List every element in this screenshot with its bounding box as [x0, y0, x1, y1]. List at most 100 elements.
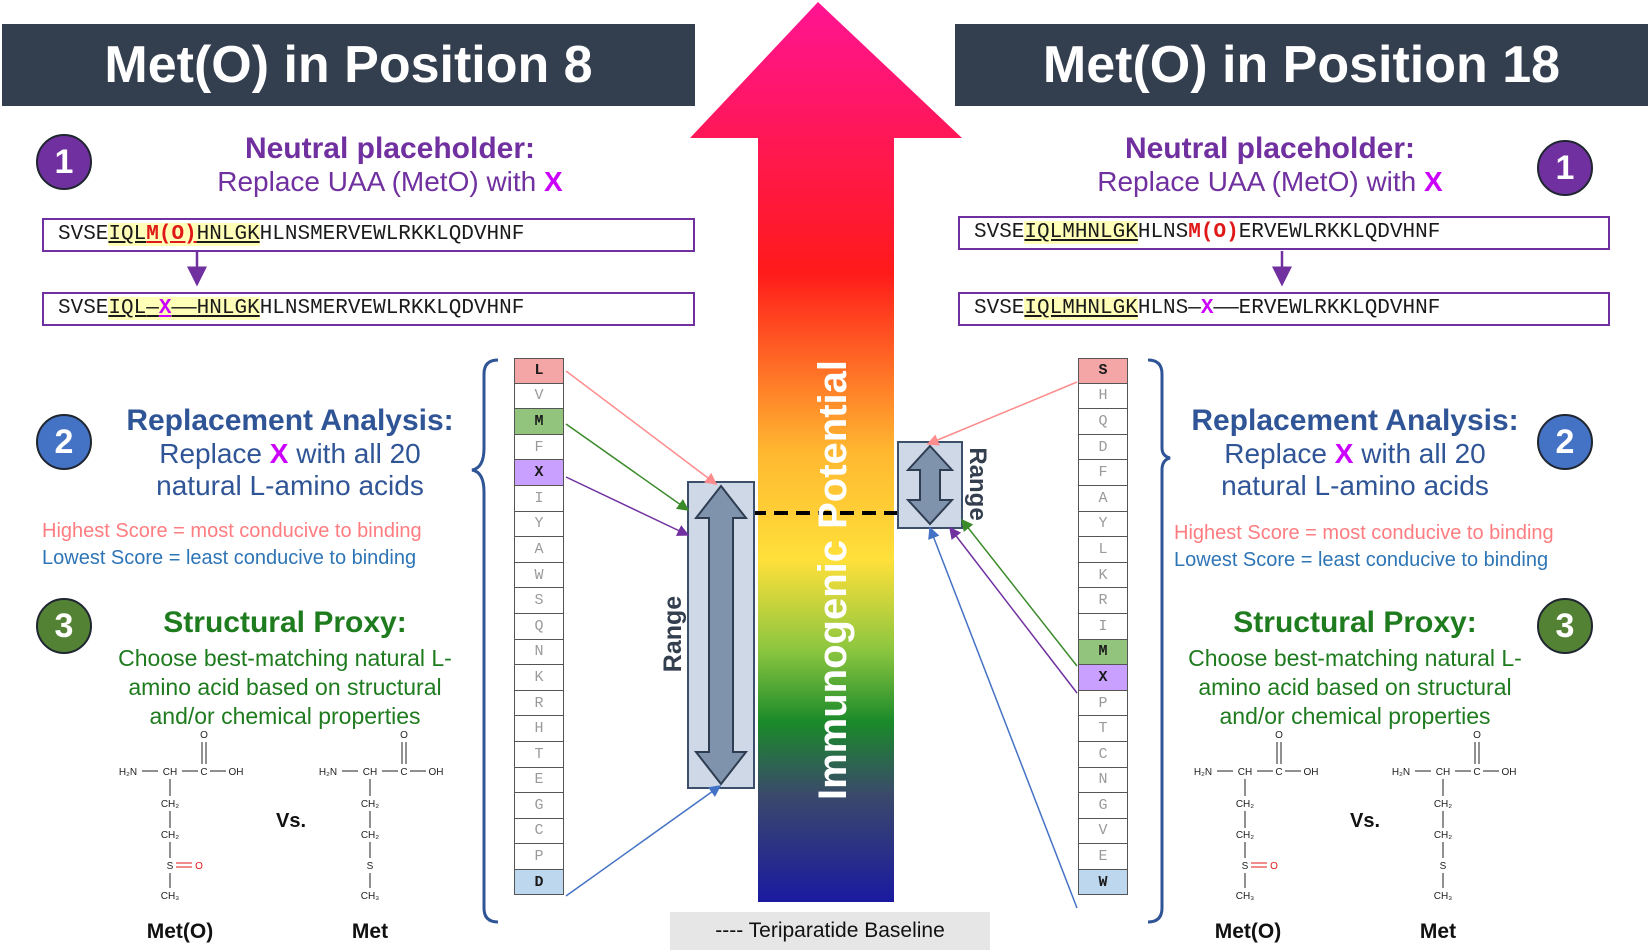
right-arrow-best: [926, 381, 1078, 446]
left-step1-text: Neutral placeholder: Replace UAA (MetO) …: [140, 132, 640, 198]
right-amino-acid-cell: T: [1078, 716, 1128, 742]
left-amino-acid-cell: V: [514, 383, 564, 410]
left-arrow-worst: [565, 785, 722, 897]
left-amino-acid-cell: M: [514, 409, 564, 435]
seq-seg: M(O): [1188, 221, 1239, 244]
molecule-atom-label: CH₃: [161, 891, 180, 902]
right-amino-acid-cell: H: [1078, 383, 1128, 410]
left-title-banner: Met(O) in Position 8: [2, 24, 695, 106]
right-amino-acid-cell: P: [1078, 690, 1128, 717]
left-step3-text: Structural Proxy: Choose best-matching n…: [90, 606, 480, 731]
baseline-legend: ---- Teriparatide Baseline: [670, 912, 990, 950]
seq-seg: HLNS—: [1137, 297, 1201, 320]
molecule-atom-label: CH: [363, 767, 377, 778]
right-step3-heading: Structural Proxy:: [1233, 606, 1477, 639]
right-step3-text: Structural Proxy: Choose best-matching n…: [1160, 606, 1550, 731]
right-amino-acid-cell: I: [1078, 613, 1128, 640]
right-amino-acid-cell: N: [1078, 767, 1128, 794]
right-amino-acid-cell: X: [1078, 665, 1128, 691]
seq-seg: IQL: [108, 223, 147, 246]
molecule-atom-label: O: [1270, 861, 1278, 872]
right-step3-line: amino acid based on structural: [1198, 674, 1512, 700]
left-amino-acid-cell: C: [514, 818, 564, 845]
molecule-atom-label: S: [367, 861, 374, 872]
right-molecule-metO-label: Met(O): [1214, 920, 1282, 943]
seq-seg: X: [158, 297, 172, 320]
left-step2-x: X: [269, 438, 289, 469]
molecule-atom-label: OH: [1502, 767, 1517, 778]
molecule-atom-label: CH₂: [1236, 830, 1254, 841]
right-step1-number: 1: [1555, 148, 1575, 187]
molecule-atom-label: CH: [1436, 767, 1450, 778]
seq-seg: IQL: [108, 297, 147, 320]
right-step1-heading: Neutral placeholder:: [1124, 132, 1416, 165]
left-step2-text: Replacement Analysis: Replace X with all…: [100, 404, 480, 502]
molecule-atom-label: CH₃: [361, 891, 380, 902]
left-amino-acid-cell: X: [514, 460, 564, 486]
left-step3-badge: 3: [36, 598, 92, 654]
left-step1-x: X: [544, 166, 563, 197]
right-arrow-x: [949, 526, 1078, 694]
right-step1-line-text: Replace UAA (MetO) with: [1097, 166, 1425, 197]
molecule-atom-label: CH₂: [161, 830, 179, 841]
left-step2-line1: Replace X with all 20: [100, 438, 480, 470]
seq-seg: ERVEWLRKKLQDVHNF: [1238, 221, 1441, 244]
left-range-double-arrow: [693, 484, 749, 786]
molecule-atom-label: CH₂: [1236, 799, 1254, 810]
left-arrow-met: [565, 423, 690, 511]
left-amino-acid-cell: D: [514, 869, 564, 896]
left-title: Met(O) in Position 8: [104, 36, 593, 94]
immunogenic-arrow: [690, 2, 962, 902]
seq-seg: M(O): [146, 223, 197, 246]
seq-seg: IQLMHNLGK: [1024, 221, 1138, 244]
molecule-atom-label: CH₂: [361, 830, 379, 841]
left-step1-line-text: Replace UAA (MetO) with: [217, 166, 545, 197]
molecule-atom-label: CH₂: [161, 799, 179, 810]
right-step1-x: X: [1424, 166, 1443, 197]
left-step3-number: 3: [54, 606, 74, 645]
right-step3-line: and/or chemical properties: [1219, 703, 1491, 729]
left-amino-acid-cell: K: [514, 665, 564, 691]
text-seg: Replace: [159, 438, 270, 469]
seq-seg: SVSE: [974, 221, 1025, 244]
right-amino-acid-cell: W: [1078, 869, 1128, 896]
molecule-atom-label: H₂N: [319, 767, 337, 778]
left-step3-line: and/or chemical properties: [149, 703, 421, 729]
molecule-atom-label: CH₂: [361, 799, 379, 810]
molecule-atom-label: H₂N: [1392, 767, 1410, 778]
left-amino-acid-cell: W: [514, 562, 564, 589]
molecule-atom-label: C: [200, 767, 207, 778]
left-step2-line2: natural L-amino acids: [156, 470, 424, 501]
right-lowest-score: Lowest Score = least conducive to bindin…: [1174, 549, 1549, 571]
right-vs-label: Vs.: [1350, 810, 1381, 832]
molecule-atom-label: OH: [429, 767, 444, 778]
right-amino-acid-cell: L: [1078, 537, 1128, 563]
right-molecule-met-label: Met: [1419, 920, 1457, 943]
seq-seg: HLNSMERVEWLRKKLQDVHNF: [259, 297, 525, 320]
molecule-atom-label: O: [1473, 730, 1481, 741]
right-step1-line: Replace UAA (MetO) with X: [1020, 166, 1520, 198]
seq-seg: HLNS: [1137, 221, 1189, 244]
right-amino-acid-cell: V: [1078, 818, 1128, 845]
seq-seg: ——ERVEWLRKKLQDVHNF: [1213, 297, 1441, 320]
left-amino-acid-cell: T: [514, 741, 564, 768]
left-step1-heading: Neutral placeholder:: [244, 132, 536, 165]
right-step2-badge: 2: [1537, 414, 1593, 470]
molecule-atom-label: C: [1473, 767, 1480, 778]
left-amino-acid-cell: R: [514, 690, 564, 717]
right-step2-text: Replacement Analysis: Replace X with all…: [1165, 404, 1545, 502]
right-sequence-placeholder: SVSEIQLMHNLGKHLNS—X——ERVEWLRKKLQDVHNF: [958, 292, 1610, 326]
molecule-atom-label: O: [400, 730, 408, 741]
seq-seg: HNLGK: [196, 297, 260, 320]
molecule-atom-label: C: [1275, 767, 1282, 778]
molecule-atom-label: C: [400, 767, 407, 778]
right-step3-badge: 3: [1537, 598, 1593, 654]
right-amino-acid-cell: M: [1078, 639, 1128, 666]
left-lowest-score: Lowest Score = least conducive to bindin…: [42, 547, 417, 569]
molecule-atom-label: CH: [1238, 767, 1252, 778]
right-amino-acid-cell: F: [1078, 460, 1128, 486]
left-amino-acid-cell: F: [514, 434, 564, 461]
right-arrow-met: [961, 518, 1078, 667]
left-molecule-met-label: Met: [351, 920, 389, 943]
